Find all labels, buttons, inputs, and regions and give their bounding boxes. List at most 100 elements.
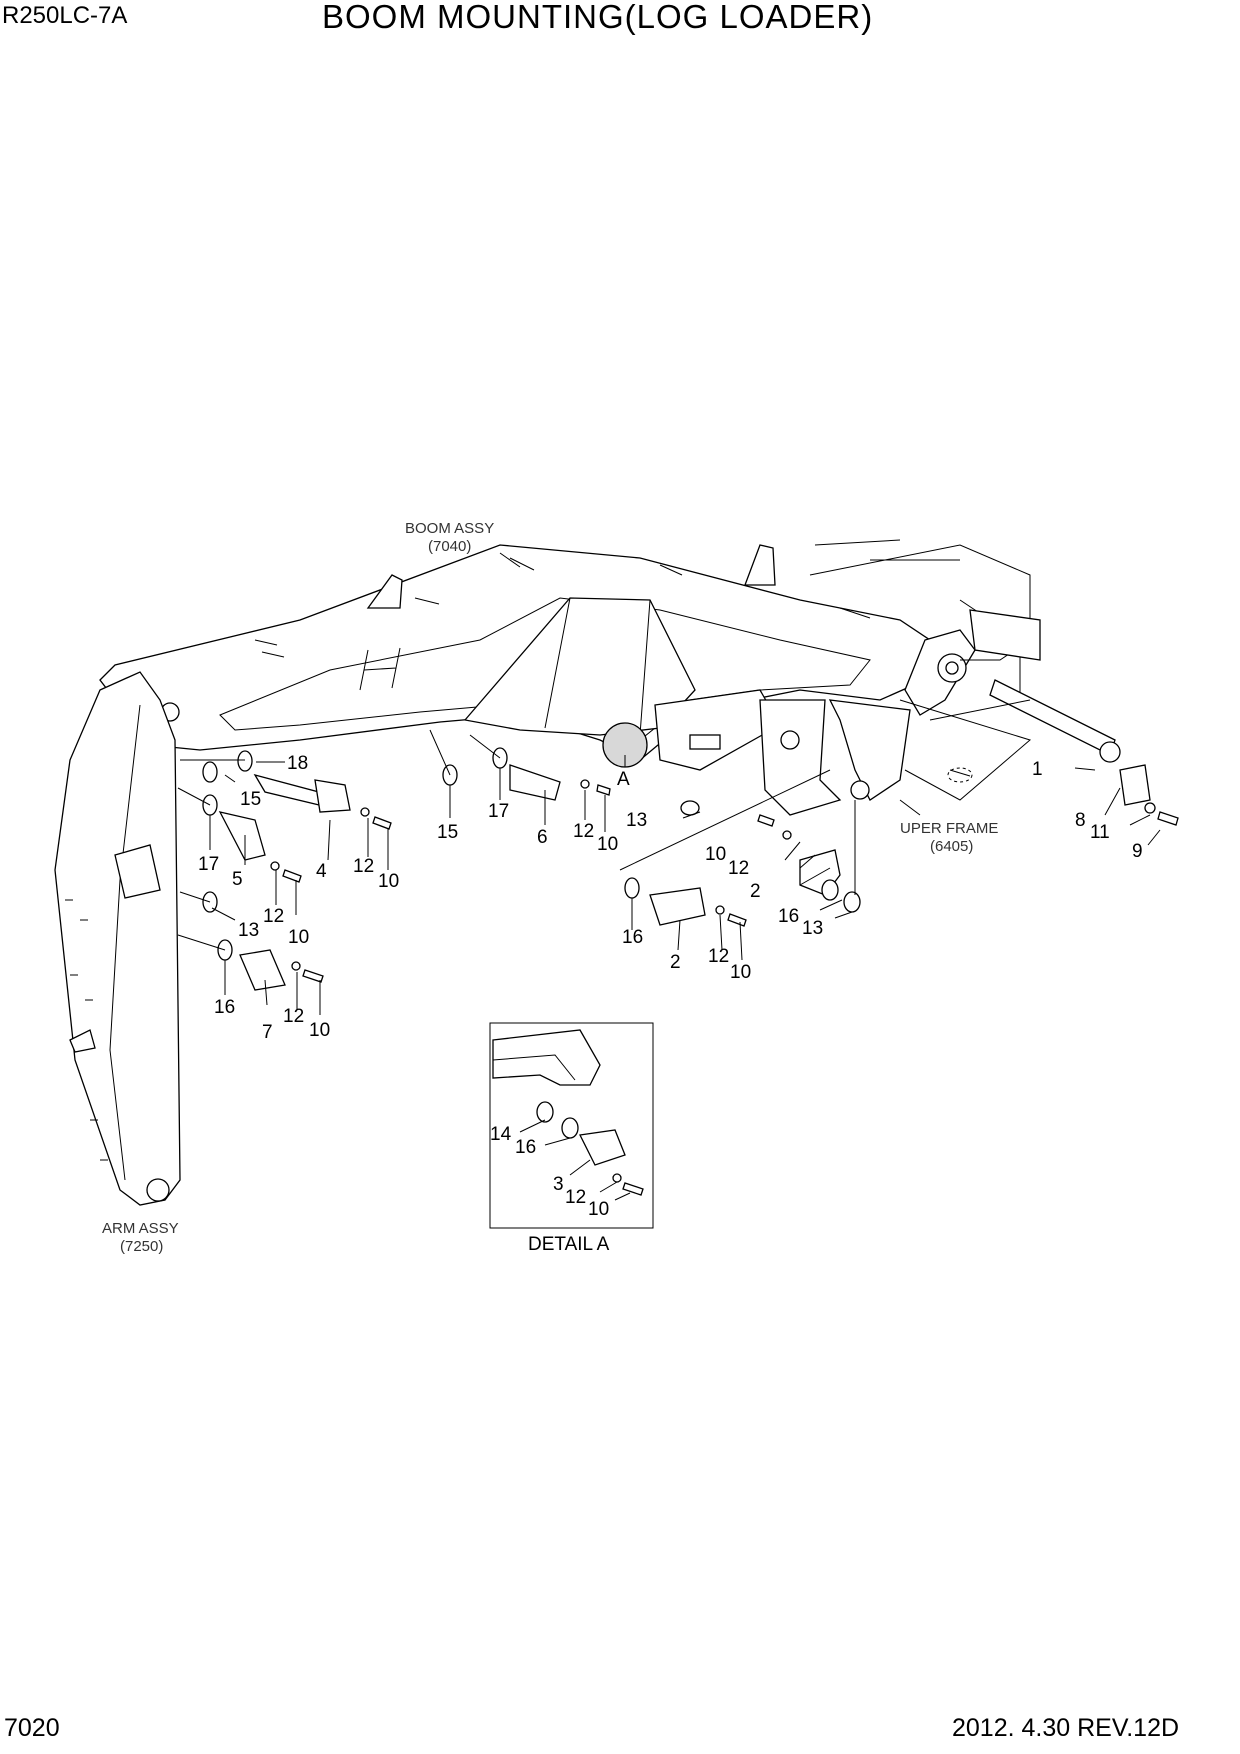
callout-number: 17 [198, 854, 219, 875]
washer-16-b [821, 879, 839, 901]
detail-a-boom-edge [492, 1054, 576, 1081]
boom-assembly [99, 544, 976, 771]
bolt-10-d [596, 784, 611, 796]
detail-a [489, 1022, 654, 1229]
arm-bolt-marks [65, 899, 108, 1161]
frame-bore-1 [780, 730, 800, 750]
callout-number: 10 [378, 871, 399, 892]
arm-assy-code: (7250) [120, 1238, 163, 1255]
bolt-10-c [302, 969, 324, 983]
boom-assy-label: BOOM ASSY [405, 520, 494, 537]
boom-assy-code: (7040) [428, 538, 471, 555]
pin-2-b [649, 887, 706, 926]
callout-number: 7 [262, 1022, 273, 1043]
callout-number: 10 [588, 1199, 609, 1220]
detail-washer-12 [612, 1173, 622, 1183]
callout-number: 2 [670, 952, 681, 973]
parts-frame-pins [619, 679, 1179, 927]
callout-number: 1 [1032, 759, 1043, 780]
callout-number: 13 [238, 920, 259, 941]
bolt-9 [1157, 811, 1179, 826]
boom-top-marks [254, 552, 871, 658]
callout-number: 12 [708, 946, 729, 967]
callout-number: 6 [537, 827, 548, 848]
callout-number: 13 [802, 918, 823, 939]
plate-8 [1119, 764, 1151, 806]
pin-6 [509, 764, 561, 801]
boom-plate-slot [689, 734, 721, 750]
frame-mount-plate-right [828, 699, 911, 801]
detail-a-frame [489, 1022, 654, 1229]
callout-number: 11 [1090, 822, 1110, 843]
washer-12-c [291, 961, 301, 971]
callout-number: 9 [1132, 841, 1143, 862]
bolt-10-f [727, 913, 747, 927]
callout-number: 12 [573, 821, 594, 842]
callout-number: 16 [778, 906, 799, 927]
bolt-10-b [372, 816, 392, 830]
pin-1-head [1099, 741, 1121, 763]
boom-foot-bore-inner [945, 661, 959, 675]
callout-number: 8 [1075, 810, 1086, 831]
arm-assy-label: ARM ASSY [102, 1220, 179, 1237]
frame-deck-lines [899, 699, 1032, 816]
callout-number: 4 [316, 861, 327, 882]
callout-number: 10 [597, 834, 618, 855]
upper-frame-bracket [969, 609, 1041, 661]
center-pin-centerlines [429, 729, 501, 776]
pin-4-plate [314, 779, 351, 813]
detail-washer-16 [561, 1117, 579, 1139]
model-number: R250LC-7A [2, 2, 128, 29]
callout-number: 12 [283, 1006, 304, 1027]
detail-a-caption: DETAIL A [528, 1234, 610, 1255]
callout-number: 16 [515, 1137, 536, 1158]
callout-number: 14 [490, 1124, 512, 1145]
washer-12-d [580, 779, 590, 789]
callout-number: 12 [728, 858, 749, 879]
arm-tip-bore [146, 1178, 170, 1202]
revision-date: 2012. 4.30 REV.12D [952, 1714, 1180, 1742]
arm-body [54, 671, 181, 1206]
pin-1 [989, 679, 1116, 756]
arm-front-edge [109, 704, 141, 1181]
detail-pin-3 [579, 1129, 626, 1166]
detail-bolt-10 [622, 1182, 644, 1196]
callout-number: 15 [240, 789, 261, 810]
upper-frame-code: (6405) [930, 838, 973, 855]
pin-7 [239, 949, 286, 991]
arm-bracket [69, 1029, 96, 1053]
upper-frame-outline [809, 539, 1031, 700]
boom-logo-h [359, 647, 401, 691]
callout-number: 16 [622, 927, 643, 948]
callout-leader-lines [209, 755, 1161, 1201]
arm-lug [114, 844, 161, 899]
callout-number: 15 [437, 822, 458, 843]
callout-number: 10 [730, 962, 751, 983]
boom-lower-plate [654, 689, 781, 771]
detail-a-boom-section [492, 1029, 601, 1086]
bolt-10-e [757, 814, 775, 827]
callout-number: 10 [705, 844, 726, 865]
washer-11 [1144, 802, 1156, 814]
callout-number: 3 [553, 1174, 564, 1195]
bolt-10-a [282, 869, 302, 883]
parts-arm-pins [177, 750, 392, 991]
boom-lug-1 [366, 574, 403, 609]
boom-body [99, 544, 931, 761]
callout-number: 2 [750, 881, 761, 902]
detail-a-marker: A [617, 769, 630, 790]
washer-18 [237, 750, 253, 772]
callout-number: 16 [214, 997, 235, 1018]
washer-12-e [782, 830, 792, 840]
upper-frame-label: UPER FRAME [900, 820, 998, 837]
callout-number: 10 [309, 1020, 330, 1041]
boom-lug-2 [744, 544, 776, 586]
washer-13-c [843, 891, 861, 913]
frame-bore-2 [850, 780, 870, 800]
callout-number: 18 [287, 753, 308, 774]
frame-pin-centerlines [619, 699, 1031, 895]
page-number: 7020 [4, 1714, 60, 1742]
pin-5 [218, 811, 266, 861]
